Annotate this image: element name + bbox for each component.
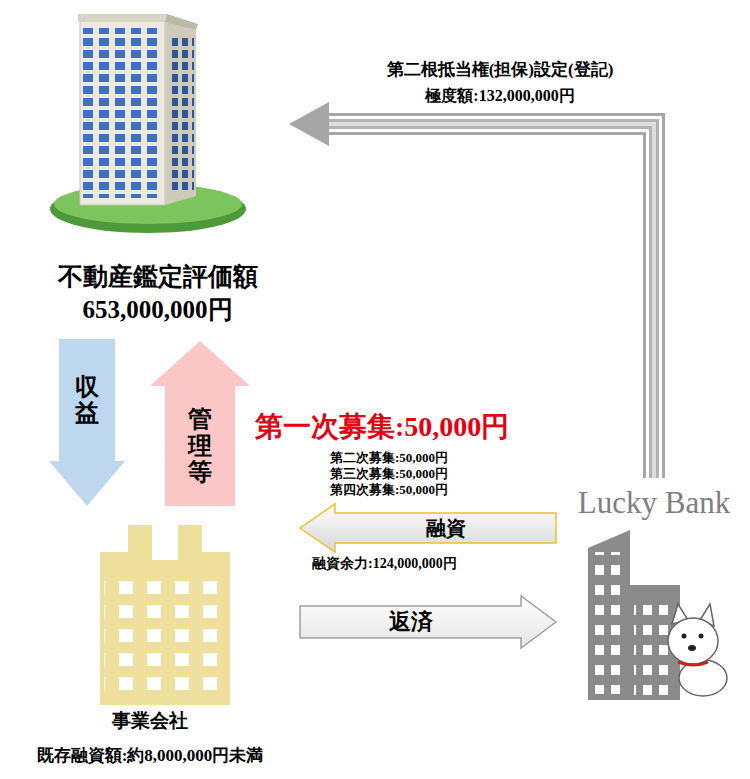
bank-building bbox=[588, 530, 680, 700]
management-label: 管理等 bbox=[188, 406, 212, 485]
bank-logo: Lucky Bank bbox=[578, 484, 730, 521]
repay-arrow-shape bbox=[300, 596, 556, 648]
company-heading: 事業会社 bbox=[112, 710, 188, 733]
existing-loan: 既存融資額:約8,000,000円未満 bbox=[37, 746, 264, 766]
loan-capacity: 融資余力:124,000,000円 bbox=[312, 556, 457, 573]
appraisal-value: 653,000,000円 bbox=[83, 295, 233, 325]
loan-arrow bbox=[300, 504, 556, 552]
income-label: 収益 bbox=[75, 374, 99, 427]
management-arrow-shape bbox=[150, 341, 250, 506]
repay-label: 返済 bbox=[389, 609, 433, 635]
first-offer: 第一次募集:50,000円 bbox=[255, 410, 509, 444]
company-node: 事業会社既存融資額:約8,000,000円未満 bbox=[4, 512, 296, 776]
appraisal-heading: 不動産鑑定評価額 bbox=[58, 262, 258, 292]
income-arrow bbox=[49, 339, 125, 506]
limit-amount: 極度額:132,000,000円 bbox=[425, 86, 574, 105]
company-building bbox=[100, 525, 230, 705]
dog-mascot bbox=[668, 604, 727, 696]
offer-round: 第四次募集:50,000円 bbox=[330, 482, 448, 498]
offer-round: 第二次募集:50,000円 bbox=[330, 450, 448, 466]
property-building bbox=[50, 14, 246, 233]
offer-round: 第三次募集:50,000円 bbox=[330, 466, 448, 482]
arrow-head bbox=[289, 102, 329, 146]
repay-arrow bbox=[300, 596, 556, 648]
management-arrow bbox=[150, 341, 250, 506]
bank-node: Lucky Bank bbox=[560, 482, 748, 700]
loan-label: 融資 bbox=[426, 516, 466, 540]
loan-arrow-shape bbox=[300, 504, 556, 552]
mortgage-label: 第二根抵当権(担保)設定(登記) bbox=[387, 60, 614, 80]
income-arrow-shape bbox=[49, 339, 125, 506]
property-node: 不動産鑑定評価額653,000,000円 bbox=[30, 5, 285, 327]
